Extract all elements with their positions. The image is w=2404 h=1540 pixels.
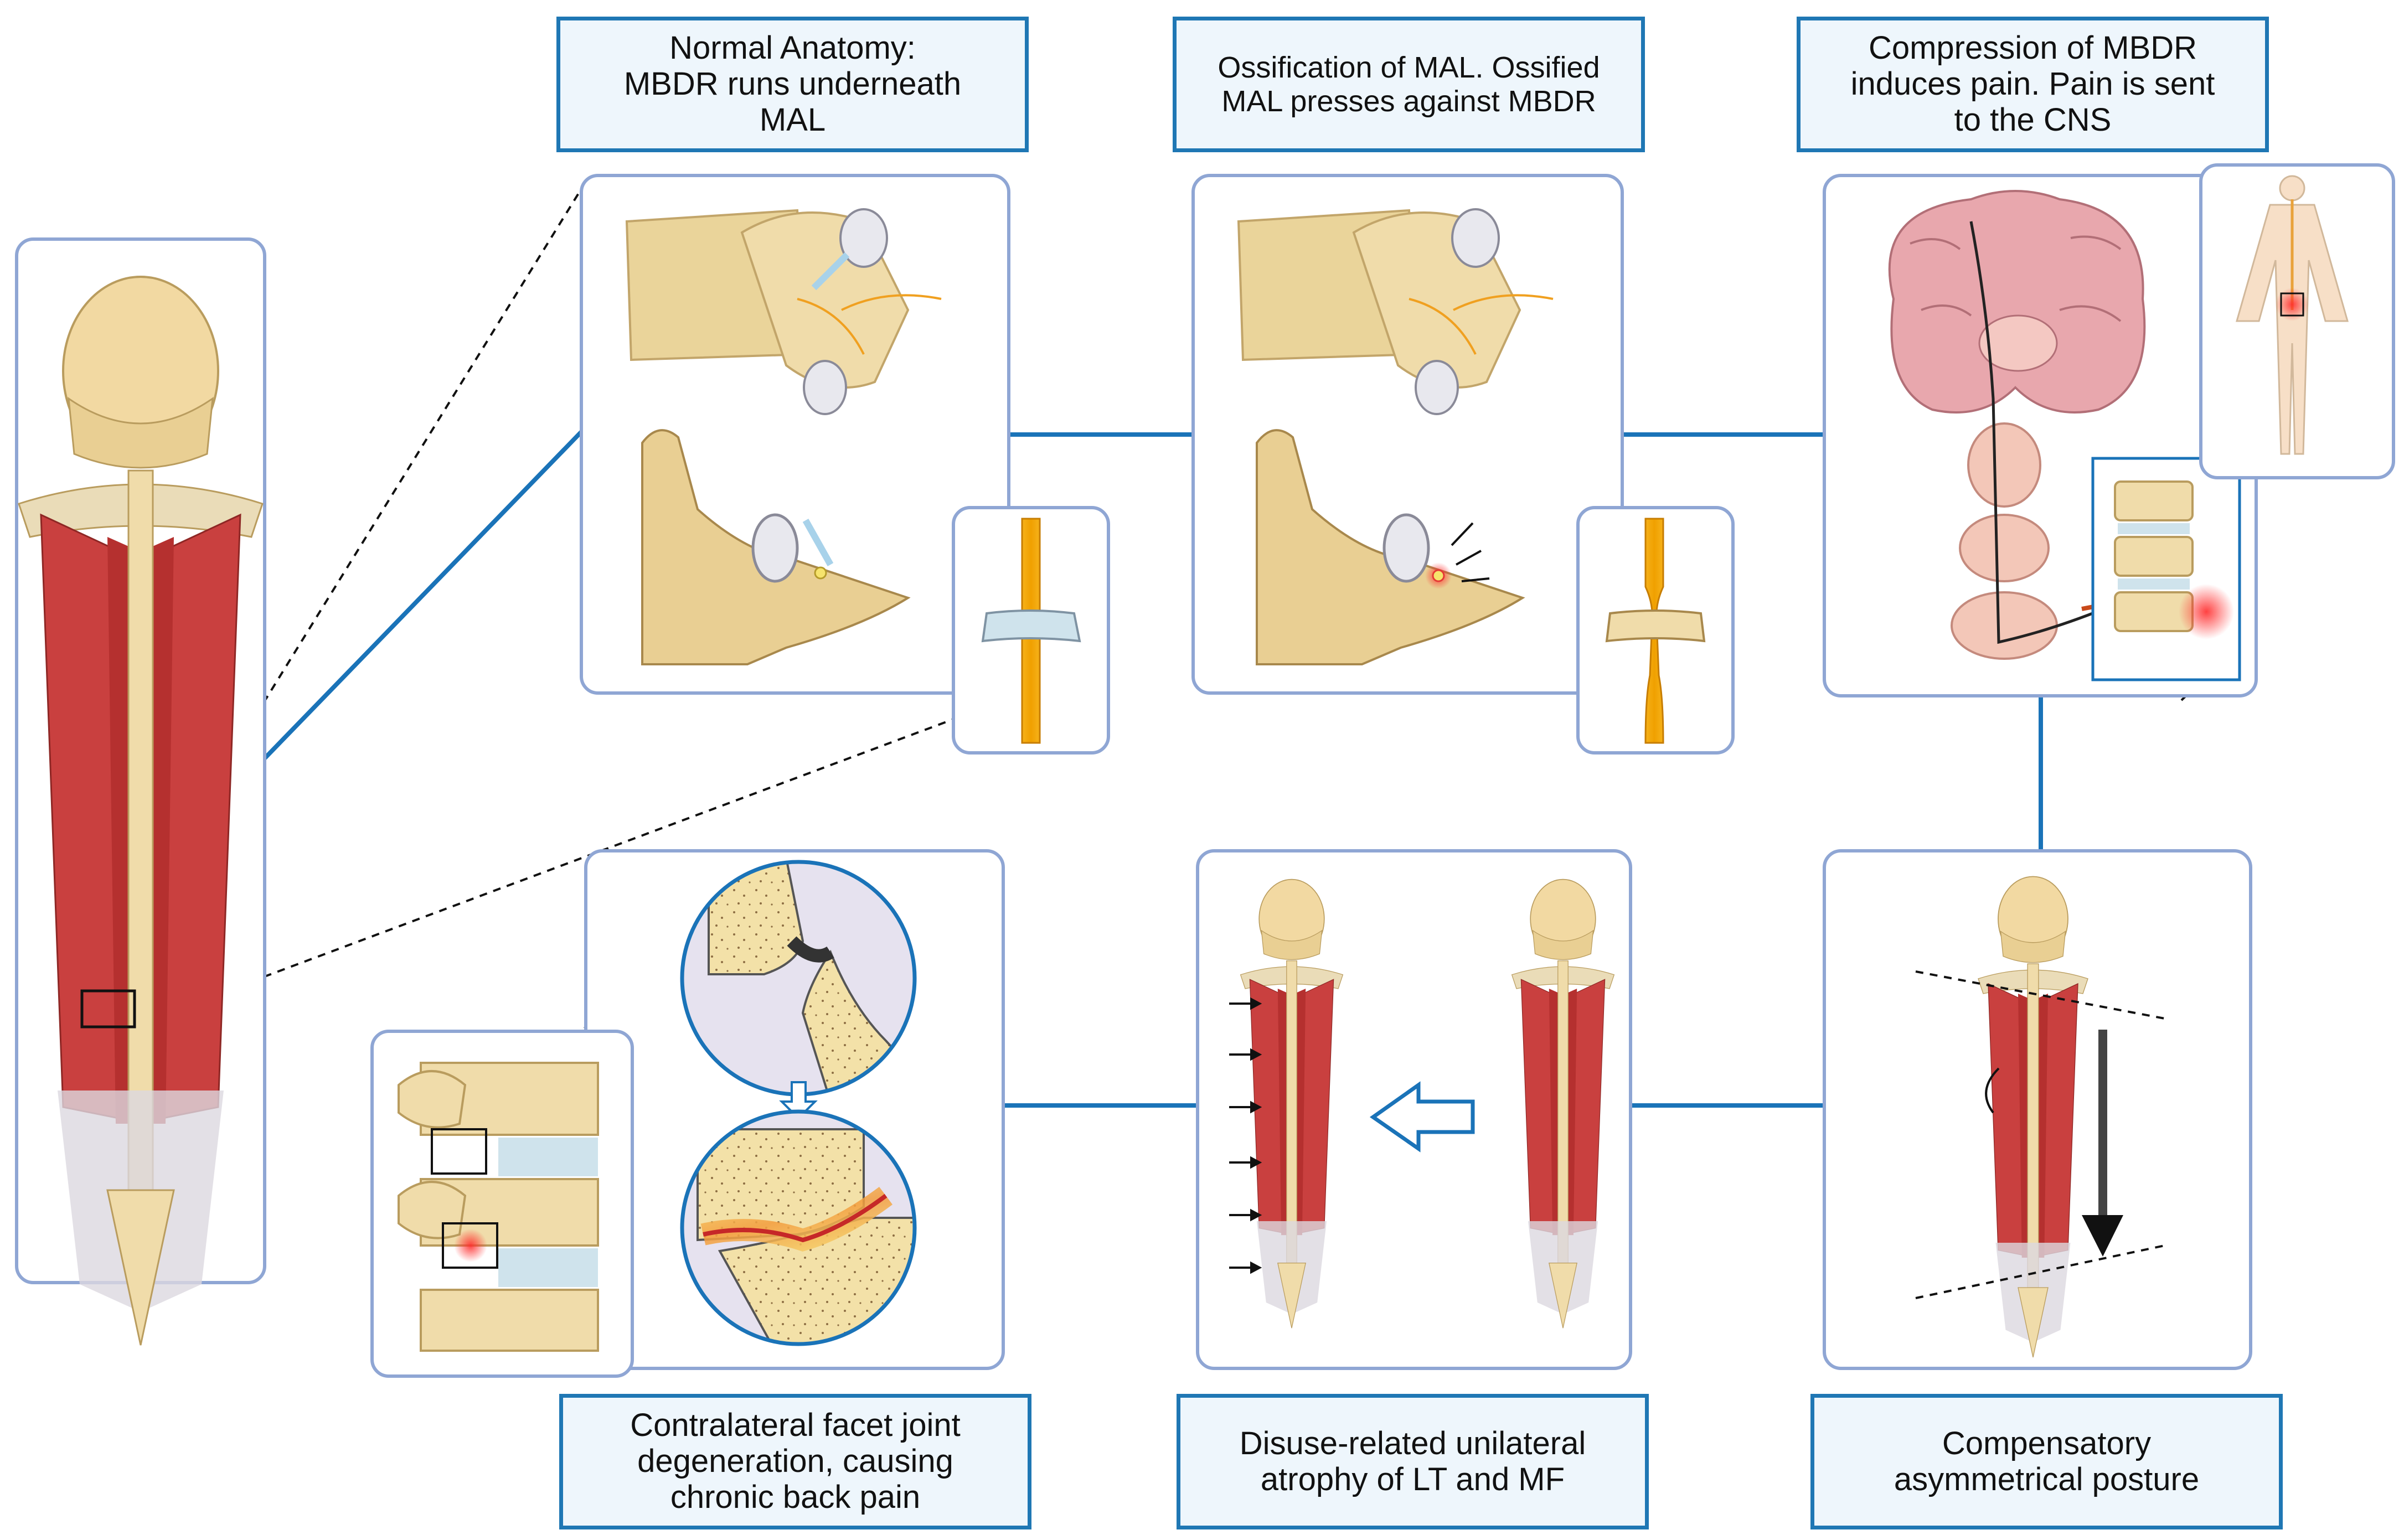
caption-normal-anatomy: Normal Anatomy: MBDR runs underneath MAL bbox=[556, 17, 1029, 152]
facet-degeneration-panel bbox=[370, 849, 1005, 1378]
normal-facet-marker bbox=[431, 1128, 487, 1175]
ossification-panel bbox=[1191, 174, 1735, 755]
caption-compression: Compression of MBDR induces pain. Pain i… bbox=[1797, 17, 2269, 152]
caption-compression-text: Compression of MBDR induces pain. Pain i… bbox=[1850, 30, 2215, 138]
back-overview-panel bbox=[15, 237, 266, 1346]
vertebra-cross-section-icon bbox=[641, 429, 911, 665]
spinal-cord-icon bbox=[1951, 422, 2058, 660]
caption-disuse-atrophy-text: Disuse-related unilateral atrophy of LT … bbox=[1239, 1425, 1586, 1497]
normal-anatomy-panel bbox=[580, 174, 1110, 755]
connector-lines bbox=[263, 430, 2043, 1108]
compensatory-panel bbox=[1823, 849, 2252, 1370]
caption-compensatory-text: Compensatory asymmetrical posture bbox=[1894, 1425, 2200, 1497]
compression-panel bbox=[1823, 163, 2395, 697]
brain-icon bbox=[1888, 190, 2146, 414]
ossified-ligament-icon bbox=[1256, 429, 1525, 665]
caption-compensatory: Compensatory asymmetrical posture bbox=[1810, 1394, 2283, 1529]
nerve-root-icon bbox=[952, 506, 1110, 755]
arrow-down-icon bbox=[2082, 1030, 2123, 1257]
atrophy-arrows bbox=[1229, 997, 1262, 1274]
caption-facet-degeneration-text: Contralateral facet joint degeneration, … bbox=[630, 1407, 961, 1515]
degenerated-facet-marker bbox=[442, 1222, 498, 1269]
zoom-region-marker bbox=[80, 989, 136, 1029]
lumbar-spine-inset bbox=[2091, 457, 2241, 681]
vertebra-icon bbox=[1237, 208, 1554, 415]
body-silhouette-icon bbox=[2199, 163, 2395, 479]
vertebra-icon bbox=[625, 208, 942, 415]
caption-disuse-atrophy: Disuse-related unilateral atrophy of LT … bbox=[1177, 1394, 1649, 1529]
arrow-left-icon bbox=[1369, 1081, 1475, 1153]
rotation-arrow-icon bbox=[1985, 1067, 2000, 1114]
disuse-atrophy-panel bbox=[1196, 849, 1632, 1370]
caption-ossification: Ossification of MAL. Ossified MAL presse… bbox=[1173, 17, 1645, 152]
caption-ossification-text: Ossification of MAL. Ossified MAL presse… bbox=[1218, 51, 1600, 118]
caption-normal-anatomy-text: Normal Anatomy: MBDR runs underneath MAL bbox=[623, 30, 962, 138]
lumbar-spine-lateral-inset bbox=[370, 1030, 634, 1378]
arrow-down-small-icon bbox=[779, 1081, 818, 1120]
caption-facet-degeneration: Contralateral facet joint degeneration, … bbox=[559, 1394, 1031, 1529]
degenerated-facet-joint-icon bbox=[680, 1109, 917, 1346]
compressed-nerve-root-icon bbox=[1576, 506, 1735, 755]
